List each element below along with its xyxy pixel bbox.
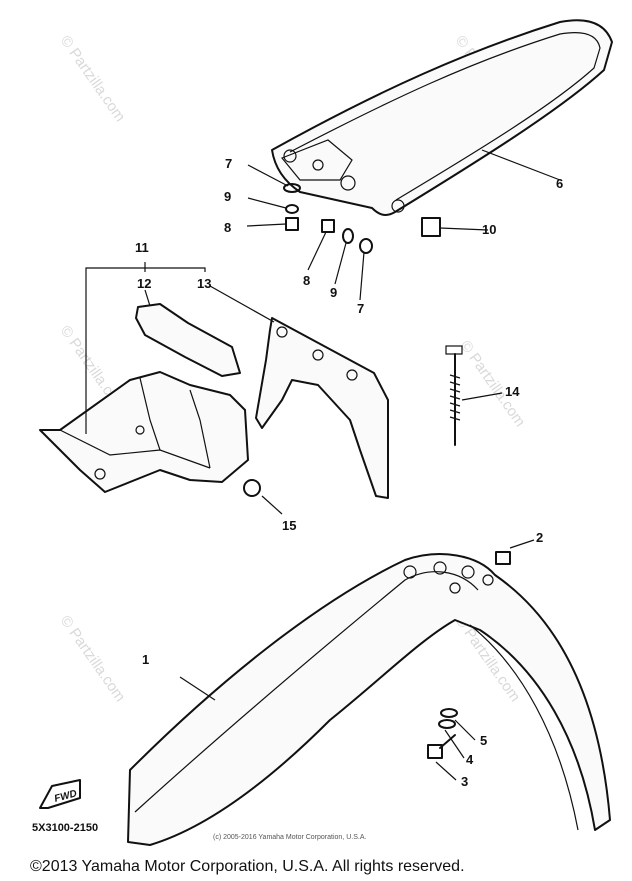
callout-15: 15 (282, 518, 296, 533)
watermark-1: © Partzilla.com (57, 33, 129, 126)
callout-5: 5 (480, 733, 487, 748)
front-fender[interactable] (127, 553, 611, 846)
leader-lines (85, 149, 561, 781)
callout-9-right: 9 (330, 285, 337, 300)
callout-11: 11 (135, 240, 149, 255)
callout-6: 6 (556, 176, 563, 191)
pad-part[interactable] (135, 303, 241, 377)
callout-10: 10 (482, 222, 496, 237)
cover-holes (276, 326, 358, 381)
footer-copyright: ©2013 Yamaha Motor Corporation, U.S.A. A… (30, 858, 465, 875)
callout-7-top: 7 (225, 156, 232, 171)
callout-13: 13 (197, 276, 211, 291)
cover-plate[interactable] (255, 317, 389, 499)
callout-2: 2 (536, 530, 543, 545)
callout-4: 4 (466, 752, 474, 767)
callout-14: 14 (505, 384, 520, 399)
callout-labels: 1 2 3 4 5 6 7 7 8 8 9 9 10 11 12 13 14 1… (135, 156, 563, 789)
callout-12: 12 (137, 276, 151, 291)
callout-8-left: 8 (224, 220, 231, 235)
diagram-code: 5X3100-2150 (32, 822, 98, 834)
callout-7-bottom: 7 (357, 301, 364, 316)
callout-9-left: 9 (224, 189, 231, 204)
fasteners (243, 183, 511, 759)
callout-3: 3 (461, 774, 468, 789)
bracket-assembly[interactable] (39, 371, 249, 493)
fwd-badge: FWD (39, 779, 81, 809)
long-bolt[interactable] (445, 345, 463, 446)
small-copyright: (c) 2005-2016 Yamaha Motor Corporation, … (213, 834, 366, 841)
rear-fender[interactable] (271, 19, 613, 216)
callout-8-right: 8 (303, 273, 310, 288)
callout-1: 1 (142, 652, 149, 667)
watermark-5: © Partzilla.com (57, 613, 129, 706)
